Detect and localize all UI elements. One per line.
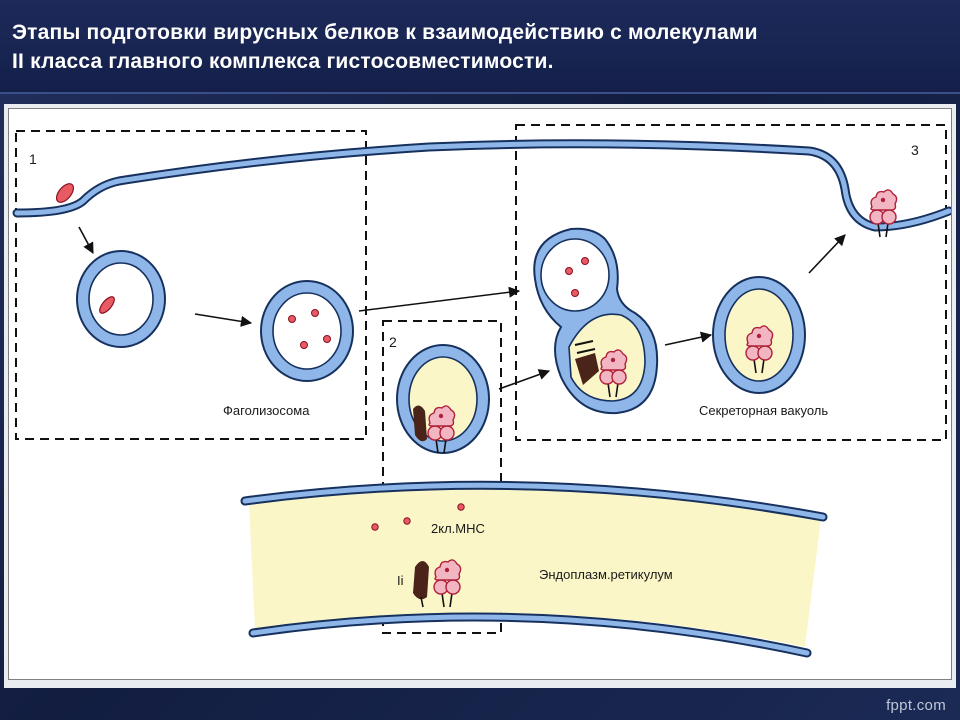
- plasma-membrane: [12, 139, 951, 232]
- diagram-svg: 1 2 3: [12, 124, 951, 658]
- slide-title-line-2: II класса главного комплекса гистосовмес…: [12, 50, 554, 73]
- slide-title: Этапы подготовки вирусных белков к взаим…: [12, 18, 952, 76]
- stage-2-label: 2: [389, 334, 397, 350]
- secretory-vacuole-label: Секреторная вакуоль: [699, 403, 828, 418]
- er-label: Эндоплазм.ретикулум: [539, 567, 673, 582]
- diagram-panel: 1 2 3: [4, 104, 956, 688]
- watermark: fppt.com: [886, 697, 946, 714]
- secretory-vacuole: [712, 276, 806, 394]
- slide-title-line-1: Этапы подготовки вирусных белков к взаим…: [12, 21, 758, 44]
- invariant-chain-label: Ii: [397, 573, 404, 588]
- arrow-to-surface: [808, 234, 846, 274]
- mhc-class2-label: 2кл.МНС: [431, 521, 485, 536]
- diagram-frame: 1 2 3: [8, 108, 952, 680]
- phagolysosome: [260, 280, 354, 382]
- arrow-to-secretory: [664, 331, 713, 346]
- arrow-to-fusion-2: [498, 369, 551, 390]
- arrow-to-phagolysosome: [194, 313, 253, 327]
- stage-3-box: [515, 124, 947, 441]
- mhc-vesicle: [396, 344, 490, 454]
- stage-2-box: [382, 320, 502, 634]
- stage-1-box: [15, 130, 367, 440]
- arrow-uptake: [78, 226, 94, 254]
- stage-1-label: 1: [29, 151, 37, 167]
- endoplasmic-reticulum: [240, 480, 828, 658]
- endosome: [76, 250, 166, 348]
- fusion-vesicle: [533, 227, 659, 415]
- arrow-to-fusion: [358, 286, 521, 312]
- stage-3-label: 3: [911, 142, 919, 158]
- antigen-particle: [55, 183, 75, 203]
- title-bar: Этапы подготовки вирусных белков к взаим…: [0, 0, 960, 94]
- phagolysosome-label: Фаголизосома: [223, 403, 310, 418]
